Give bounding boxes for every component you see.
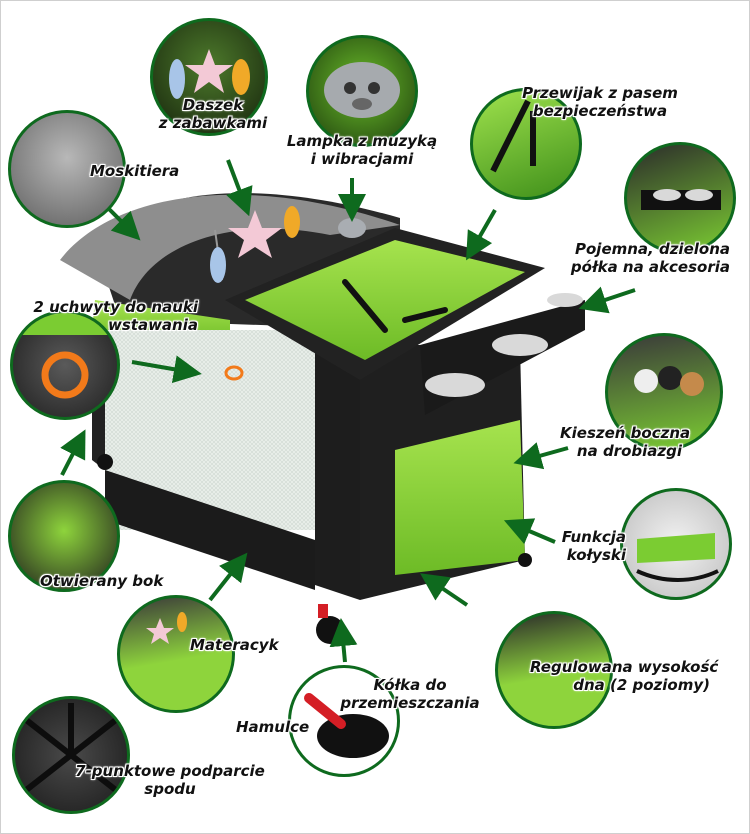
bubble-hamulce — [288, 665, 400, 777]
label-kolka: Kółka do przemieszczania — [340, 676, 480, 712]
label-daszek: Daszek z zabawkami — [158, 96, 268, 132]
arrow-kolka — [329, 618, 358, 663]
bubble-regulowana — [495, 611, 613, 729]
changer-pad — [245, 240, 525, 360]
label-materacyk: Materacyk — [190, 636, 279, 654]
mattress-icon — [146, 612, 187, 644]
bubble-przewijak — [470, 88, 582, 200]
canopy-mesh — [60, 194, 400, 300]
brake-lever — [318, 604, 328, 618]
music-lamp — [338, 218, 366, 238]
wheel-right — [518, 553, 532, 567]
label-kieszen: Kieszeń boczna na drobiazgi — [560, 424, 691, 460]
label-uchwyty: 2 uchwyty do nauki wstawania — [33, 298, 198, 334]
shelf-basket-3 — [547, 293, 583, 307]
frame-base-icon — [23, 703, 119, 794]
label-funkcja: Funkcja kołyski — [561, 528, 626, 564]
changer-strap — [342, 279, 388, 333]
label-polka: Pojemna, dzielona półka na akcesoria — [570, 240, 730, 276]
arrow-funkcja — [503, 518, 556, 545]
bubble-uchwyty — [10, 310, 120, 420]
bottom-strip — [105, 470, 315, 590]
arrow-polka — [578, 286, 636, 314]
label-regulowana: Regulowana wysokość dna (2 poziomy) — [530, 658, 719, 694]
shelf-basket-1 — [425, 373, 485, 397]
arrow-daszek — [226, 159, 253, 217]
label-hamulce: Hamulce — [236, 718, 310, 736]
bubble-polka — [624, 142, 736, 254]
label-przewijak: Przewijak z pasem bezpieczeństwa — [522, 84, 678, 120]
toy-bird — [284, 206, 300, 238]
arrow-uchwyty — [131, 355, 202, 384]
label-moskitiera: Moskitiera — [90, 162, 180, 180]
toy-bunny — [210, 247, 226, 283]
arrow-otwierany — [60, 429, 86, 476]
wheel-left — [97, 454, 113, 470]
playpen — [60, 193, 585, 644]
arrow-przewijak — [466, 209, 497, 261]
label-podparcie: 7-punktowe podparcie spodu — [75, 762, 265, 798]
wheel-front — [316, 616, 344, 644]
changer-strap-2 — [402, 307, 448, 323]
strap-icon — [490, 99, 536, 173]
bubble-daszek — [150, 18, 268, 136]
lamp-icon — [324, 62, 400, 118]
bubble-moskitiera — [8, 110, 126, 228]
bubble-podparcie — [12, 696, 130, 814]
bubble-lampka — [306, 35, 418, 147]
bubble-kieszen — [605, 333, 723, 451]
arrow-kieszen — [513, 442, 569, 470]
stand-handle — [224, 365, 244, 381]
side-pocket — [395, 420, 525, 575]
brake-icon — [304, 693, 389, 758]
cradle-icon — [636, 533, 719, 582]
bubble-otwierany — [8, 480, 120, 592]
label-otwierany: Otwierany bok — [40, 572, 164, 590]
shelf-icon — [641, 189, 721, 210]
arrow-regulowana — [420, 573, 469, 607]
toy-star — [228, 210, 282, 258]
shelf-basket-2 — [492, 334, 548, 356]
bubble-funkcja — [620, 488, 732, 600]
toys-icon — [169, 49, 250, 99]
side-post — [315, 330, 360, 600]
plush-icon — [634, 366, 704, 396]
label-lampka: Lampka z muzyką i wibracjami — [286, 132, 438, 168]
arrow-materacyk — [208, 552, 248, 602]
bubble-materacyk — [117, 595, 235, 713]
